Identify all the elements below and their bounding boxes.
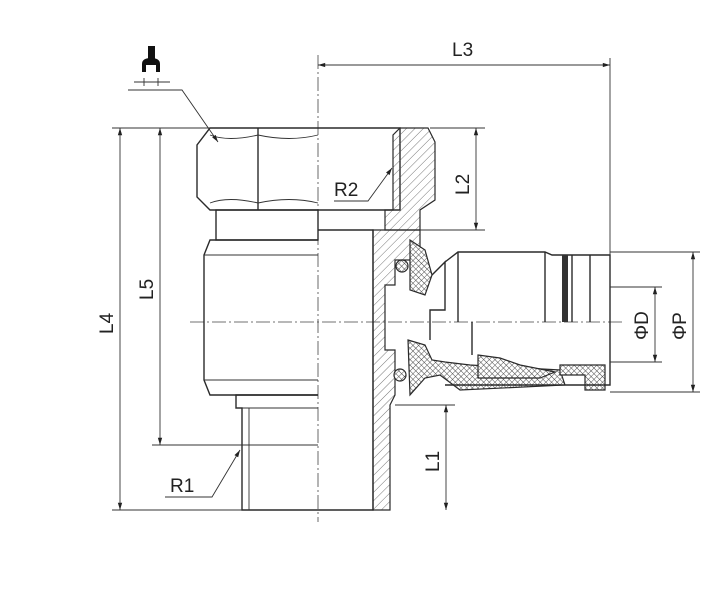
dim-L3: L3 xyxy=(318,40,611,255)
body-exterior xyxy=(203,239,318,396)
neck-exterior xyxy=(215,209,319,241)
label-L3: L3 xyxy=(452,40,473,61)
leader-wrench xyxy=(128,89,219,143)
label-R2: R2 xyxy=(334,180,358,201)
dim-L4: L4 xyxy=(97,127,242,511)
wrench-icon xyxy=(134,46,170,86)
hex-nut-exterior xyxy=(196,127,319,211)
tube-connector xyxy=(444,251,611,386)
label-L1: L1 xyxy=(423,451,444,472)
label-phi-P: ΦP xyxy=(670,312,691,340)
label-phi-D: ΦD xyxy=(632,311,653,340)
dim-L1: L1 xyxy=(395,404,455,510)
dim-L5: L5 xyxy=(137,127,318,446)
leader-R2: R2 xyxy=(334,167,393,202)
dim-P: ΦP xyxy=(610,251,700,393)
label-L2: L2 xyxy=(453,174,474,195)
collet-ring xyxy=(562,255,568,322)
thread-r1-exterior xyxy=(235,394,318,511)
leader-R1: R1 xyxy=(165,449,241,498)
label-L4: L4 xyxy=(97,312,118,334)
dim-D: ΦD xyxy=(610,286,662,363)
label-L5: L5 xyxy=(137,279,158,300)
label-R1: R1 xyxy=(170,476,194,497)
dim-L2: L2 xyxy=(420,127,485,231)
section-view xyxy=(318,127,606,511)
